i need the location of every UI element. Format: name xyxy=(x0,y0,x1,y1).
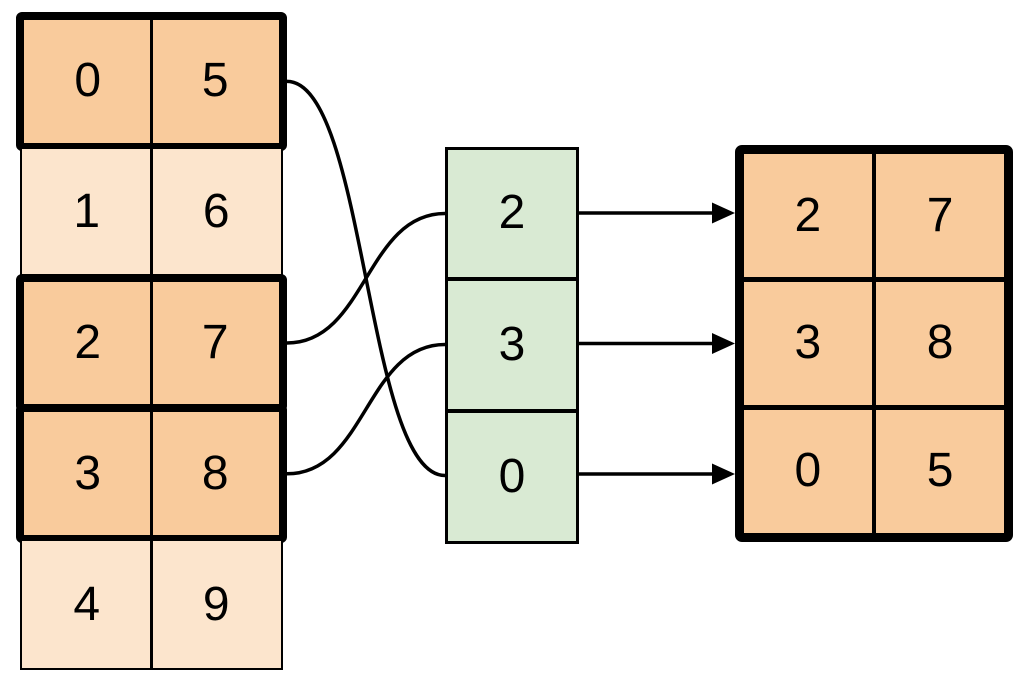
curve-source-row3-to-index-cell1 xyxy=(286,342,446,476)
result-table: 2 7 3 8 0 5 xyxy=(735,145,1013,542)
source-cell-4-0: 4 xyxy=(73,577,101,631)
column-divider xyxy=(150,281,153,405)
curve-source-row0-to-index-cell2 xyxy=(286,79,446,478)
column-divider xyxy=(150,412,153,536)
source-row-0: 0 5 xyxy=(16,12,287,151)
row-divider xyxy=(448,277,576,282)
arrowhead-icon xyxy=(712,202,735,224)
result-cell-1-0: 3 xyxy=(744,281,872,406)
result-cell-2-1: 5 xyxy=(876,409,1004,533)
index-cell-0: 2 xyxy=(498,186,526,240)
source-row-1: 1 6 xyxy=(20,146,283,278)
source-cell-0-0: 0 xyxy=(74,54,102,108)
source-cell-0-1: 5 xyxy=(201,54,229,108)
index-cell-1: 3 xyxy=(498,318,526,371)
source-cell-3-0: 3 xyxy=(74,446,102,500)
column-divider xyxy=(150,20,153,143)
curve-source-row2-to-index-cell0 xyxy=(286,211,446,345)
source-row-4: 4 9 xyxy=(20,539,283,670)
source-cell-1-1: 6 xyxy=(202,185,230,239)
result-cell-0-1: 7 xyxy=(876,154,1004,278)
column-divider xyxy=(150,541,153,668)
source-cell-2-0: 2 xyxy=(74,315,102,369)
source-row-2: 2 7 xyxy=(16,273,287,413)
source-cell-3-1: 8 xyxy=(201,446,229,500)
result-cell-1-1: 8 xyxy=(876,281,1004,406)
arrowhead-icon xyxy=(712,333,735,354)
source-cell-1-0: 1 xyxy=(73,185,101,239)
index-cell-2: 0 xyxy=(498,449,526,503)
column-divider xyxy=(150,148,153,276)
source-row-3: 3 8 xyxy=(16,404,287,544)
source-cell-4-1: 9 xyxy=(202,577,230,631)
source-cell-2-1: 7 xyxy=(201,315,229,369)
row-divider xyxy=(448,408,576,413)
result-cell-0-0: 2 xyxy=(744,154,872,278)
result-cell-2-0: 0 xyxy=(744,409,872,533)
index-column: 2 3 0 xyxy=(445,146,579,544)
arrowhead-icon xyxy=(712,463,735,485)
